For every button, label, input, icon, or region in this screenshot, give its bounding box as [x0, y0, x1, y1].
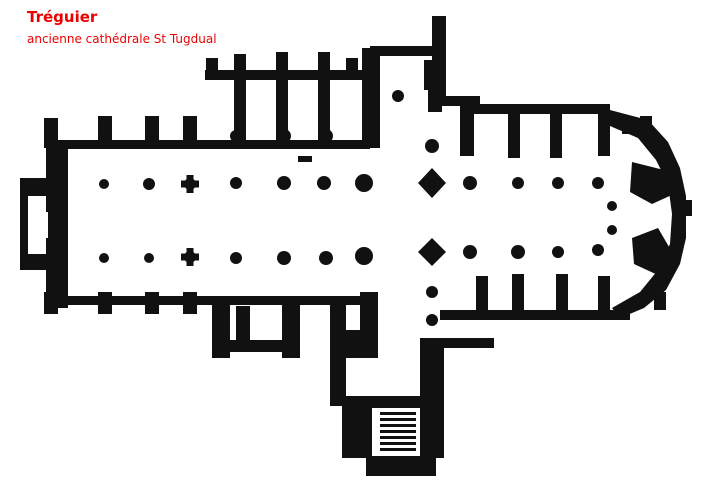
north-tower: [370, 46, 446, 56]
plan-subtitle: ancienne cathédrale St Tugdual: [27, 32, 217, 46]
chapel-buttress: [318, 52, 330, 146]
south-buttress: [145, 292, 159, 314]
choir-south-wall: [440, 310, 630, 320]
north-tower-corner: [424, 60, 444, 90]
apse-chapel: [630, 162, 674, 204]
nave-north-wall: [50, 140, 370, 149]
south-transept-piers: [424, 286, 438, 358]
south-buttress: [98, 292, 112, 314]
south-buttress: [44, 292, 58, 314]
south-transept-wall: [360, 292, 378, 358]
west-porch-inner: [34, 212, 48, 238]
crossing-south-wall: [444, 338, 494, 348]
crossing-piers: [418, 168, 446, 266]
choir-buttress: [508, 108, 520, 158]
chapel-piers: [230, 90, 439, 162]
south-tower: [366, 456, 436, 476]
stair-steps: [380, 412, 416, 451]
north-tower-corner: [440, 96, 480, 106]
choir-buttress: [512, 274, 524, 316]
south-tower: [342, 396, 372, 458]
chapel-buttress: [346, 58, 358, 80]
choir-buttress: [476, 276, 488, 316]
apse-buttress: [654, 292, 666, 310]
apse-chapel: [632, 228, 672, 276]
nave-south-piers: [99, 247, 373, 266]
choir-buttress: [550, 108, 562, 158]
nave-north-piers: [99, 174, 373, 193]
choir-buttress: [598, 106, 610, 156]
chapel-buttress: [276, 52, 288, 146]
choir-north-piers: [463, 176, 604, 190]
south-transept-pier: [344, 330, 360, 358]
north-transept-wall: [362, 48, 380, 148]
apse-buttress: [622, 122, 632, 134]
west-porch: [20, 178, 48, 270]
plan-title: Tréguier: [27, 8, 98, 26]
nave-south-wall: [50, 296, 370, 305]
south-tower: [420, 396, 444, 458]
apse-buttress: [678, 200, 692, 216]
south-porch-pier: [236, 306, 250, 346]
west-facade: [46, 140, 68, 308]
south-buttress: [183, 292, 197, 314]
chapel-buttress: [206, 58, 218, 80]
choir-buttress: [460, 104, 474, 156]
north-buttress: [145, 116, 159, 146]
apse-buttress: [640, 116, 652, 136]
north-buttress: [183, 116, 197, 146]
south-transept-wall: [330, 296, 346, 406]
south-porch-wall: [212, 340, 300, 352]
choir-north-wall: [460, 104, 610, 114]
apse-wall: [610, 110, 686, 318]
choir-buttress: [556, 274, 568, 316]
choir-south-piers: [463, 201, 617, 259]
north-stair: [428, 88, 442, 112]
choir-buttress: [598, 276, 610, 316]
north-buttress: [98, 116, 112, 146]
chapel-buttress: [234, 54, 246, 144]
